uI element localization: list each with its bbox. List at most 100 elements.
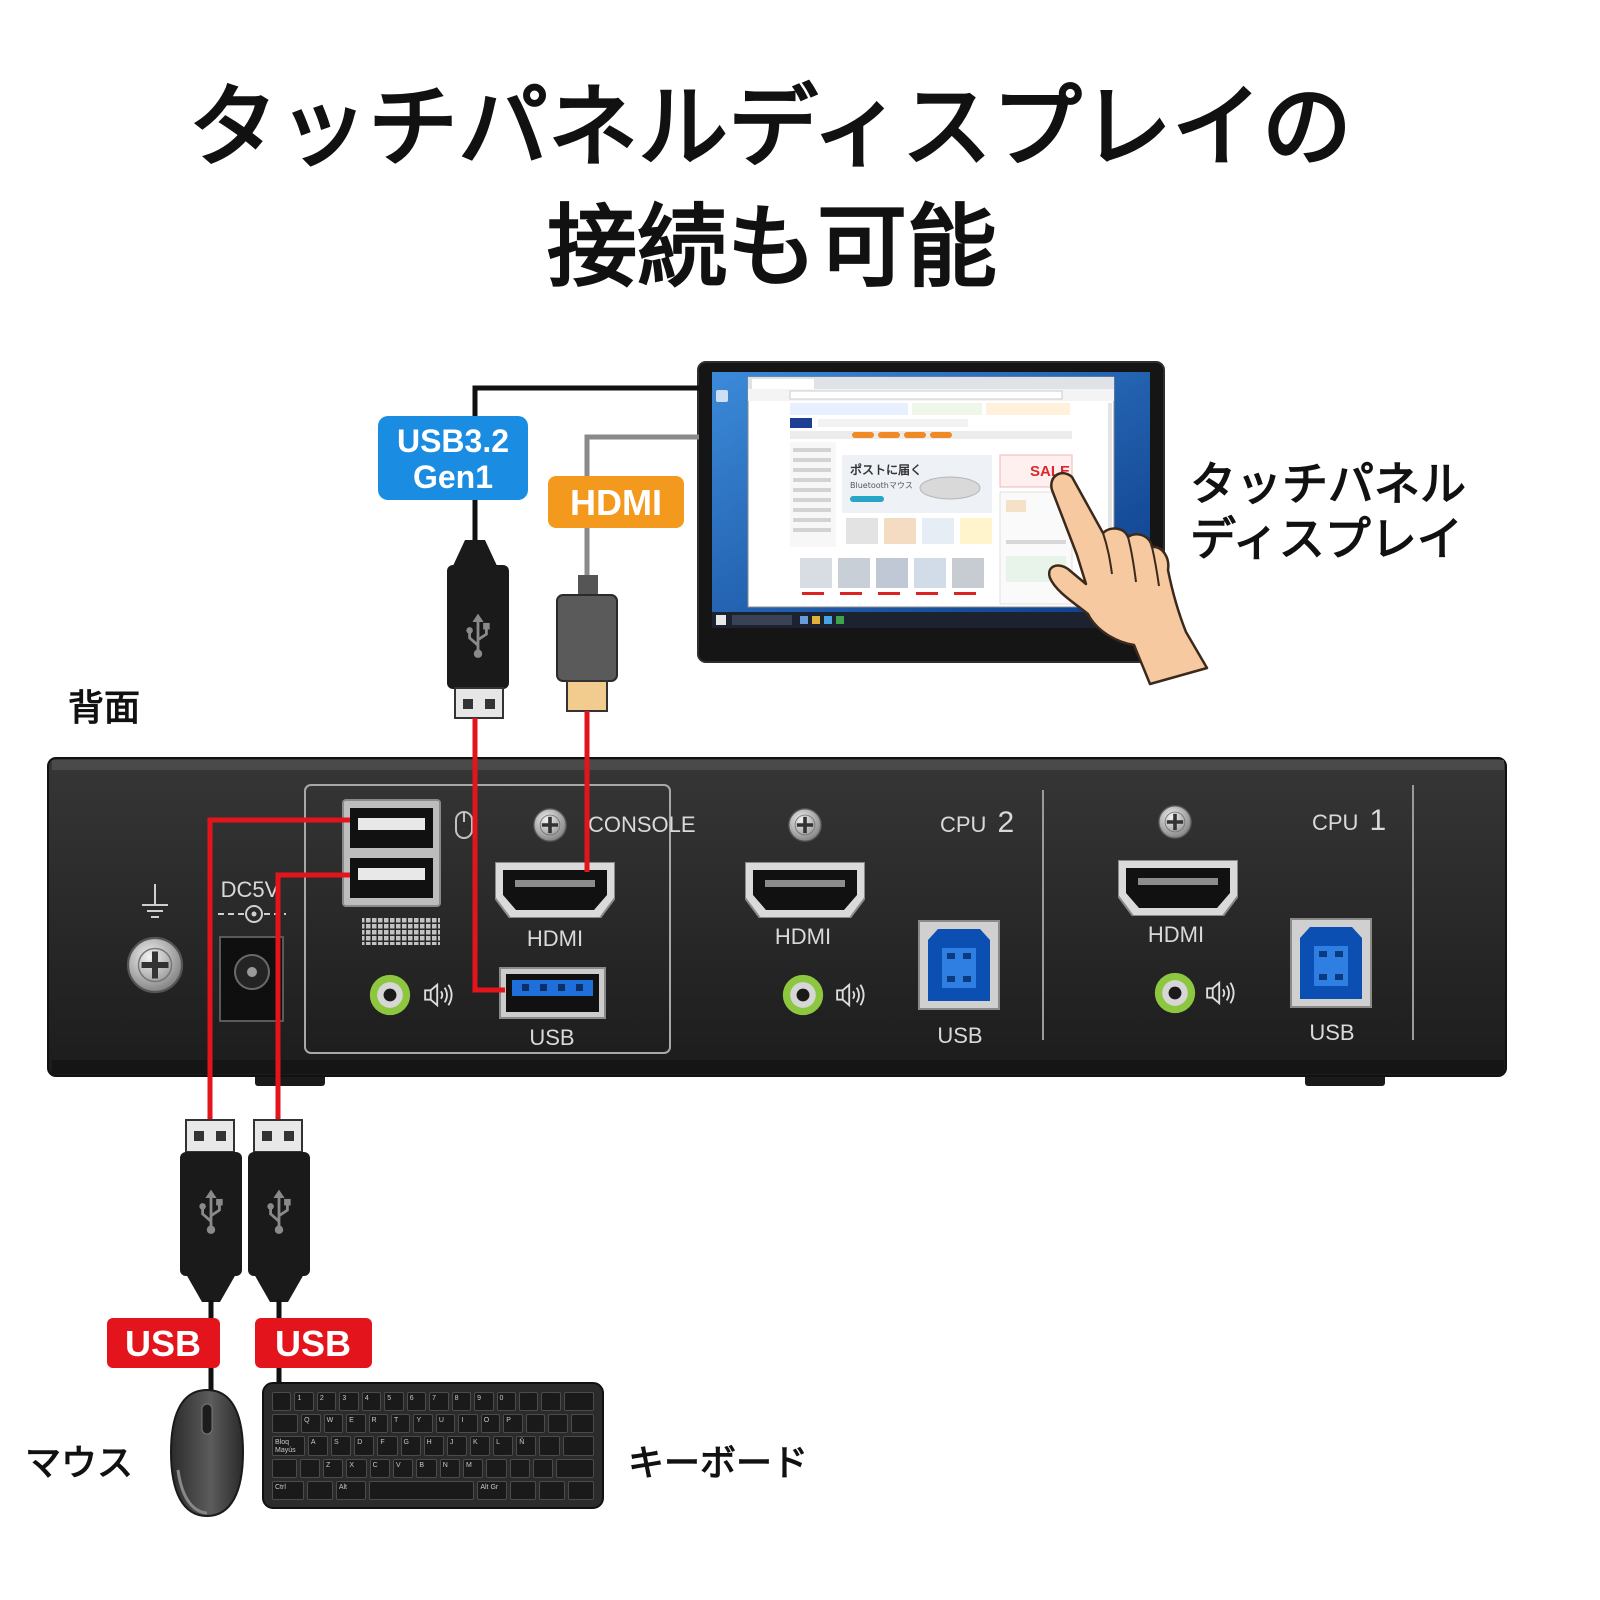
cpu1-label: CPU 1 [1312,804,1386,837]
site-logo [790,418,812,428]
keyboard-key [541,1392,561,1412]
console-usb-stack [342,799,441,907]
rear-view-label: 背面 [68,688,140,729]
banner-subtext: Bluetoothマウス [850,481,913,490]
mouse-label: マウス [25,1443,133,1484]
keyboard-key: E [346,1414,366,1434]
keyboard-key: Ñ [516,1436,537,1456]
keyboard-key: 9 [474,1392,494,1412]
keyboard-key [525,1414,546,1434]
keyboard-key [509,1458,531,1478]
keyboard-key: Bloq Mayús [272,1436,305,1456]
start-icon [716,615,726,625]
cpu2-hdmi-label: HDMI [775,924,831,949]
keyboard-key: 4 [361,1392,382,1412]
cpu1-label-prefix: CPU [1312,810,1358,835]
console-section-frame [304,784,671,1054]
power-label: DC5V [221,877,280,902]
keyboard-key: Y [413,1414,433,1434]
keyboard-key: C [369,1458,391,1478]
keyboard-key: Alt [335,1480,366,1501]
display-label-line2: ディスプレイ [1190,512,1463,566]
console-usb3-port [499,967,606,1019]
keyboard-key: O [480,1414,501,1434]
cpu2-label: CPU 2 [940,806,1014,839]
keyboard-key [299,1458,320,1478]
mouse-usb-plug [180,1119,242,1302]
ground-icon [142,884,168,918]
cpu2-usb-label: USB [937,1023,982,1048]
display-hdmi-cable [584,434,699,478]
keyboard-key [368,1480,475,1501]
keyboard-key [533,1458,554,1478]
keyboard-key [539,1480,566,1501]
browser-scrollbar [1108,403,1112,603]
keyboard-key: R [368,1414,388,1434]
browser-tab-bar [748,377,1114,389]
mouse-device [169,1388,245,1518]
display-usb-plug [447,540,509,719]
display-label-line1: タッチパネル [1190,457,1466,511]
keyboard-key: 7 [429,1392,449,1412]
banner-mouse-image [919,476,981,500]
mouse-icon [455,811,473,839]
display-usb-cable [472,385,699,420]
console-label: CONSOLE [588,812,696,837]
keyboard-key [518,1392,539,1412]
dc-power-jack [219,936,284,1022]
console-usb-label: USB [529,1025,574,1050]
keyboard-key: J [446,1436,467,1456]
banner-heading: ポストに届く [850,462,922,477]
display-usb-link [472,718,505,993]
keyboard-key: Q [301,1414,321,1434]
keyboard-key: I [458,1414,478,1434]
pointing-hand [1047,472,1209,686]
keyboard-key [563,1392,595,1412]
keyboard-key: Ctrl [272,1480,304,1501]
taskbar [712,612,1150,628]
keyboard-key: Z [322,1458,344,1478]
keyboard-key [539,1436,560,1456]
cpu1-hdmi-port [1118,860,1238,916]
keyboard-key [568,1480,594,1501]
cpu1-audio-jack [1154,972,1196,1014]
keyboard-key: T [390,1414,411,1434]
product-thumb [914,558,946,588]
keyboard-usb-plug [248,1119,310,1302]
polarity-icon [218,905,286,923]
mouse-usb-badge: USB [107,1318,220,1368]
browser-tab [752,379,814,389]
console-hdmi-label: HDMI [527,926,583,951]
keyboard-key: X [346,1458,367,1478]
keyboard-key: 0 [496,1392,516,1412]
usb32-badge-line1: USB3.2 [397,423,509,459]
keyboard-key [486,1458,507,1478]
keyboard-key: W [323,1414,344,1434]
keyboard-icon [362,918,440,945]
usb32-badge-line2: Gen1 [413,459,493,495]
cpu1-label-number: 1 [1370,804,1387,837]
keyboard-key: F [377,1436,398,1456]
keyboard-key: 8 [451,1392,472,1412]
product-thumb [876,558,908,588]
keyboard-key: 2 [316,1392,337,1412]
usb32-gen1-badge: USB3.2 Gen1 [378,416,528,500]
keyboard-key [306,1480,333,1501]
product-tile [922,518,954,544]
keyboard-usb-badge-label: USB [275,1323,351,1364]
keyboard-key: K [469,1436,491,1456]
keyboard-key: L [493,1436,514,1456]
cpu1-hdmi-label: HDMI [1148,922,1204,947]
product-tile [846,518,878,544]
keyboard-key [272,1414,299,1434]
page-title-line1: タッチパネルディスプレイの [188,75,1352,180]
keyboard-key: D [354,1436,375,1456]
keyboard-key: S [331,1436,352,1456]
keyboard-key: A [307,1436,329,1456]
keyboard-key: B [416,1458,437,1478]
